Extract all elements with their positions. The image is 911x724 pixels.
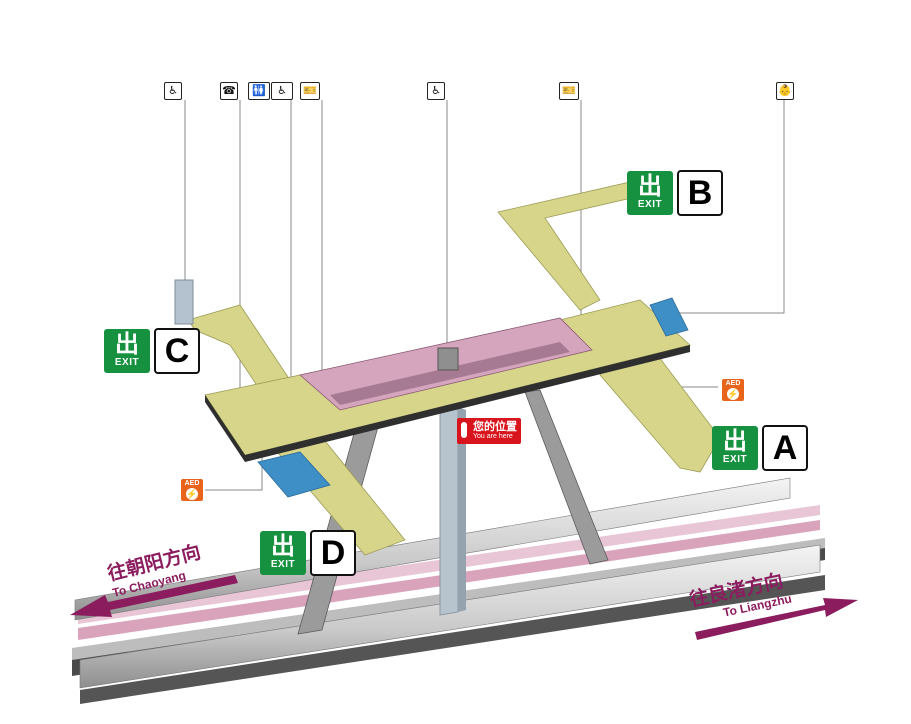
you-are-here-marker: 您的位置 You are here (457, 418, 521, 444)
ticket-office-icon-right: 🎫 (559, 82, 579, 100)
central-elevator-block (437, 347, 459, 371)
concourse-slab-edge (205, 345, 690, 462)
elevator-shaft (439, 406, 466, 616)
exit-b: 出 EXIT B (627, 170, 723, 216)
direction-arrows (70, 575, 858, 640)
lightning-icon: ⚡ (186, 488, 198, 500)
exit-c: 出 EXIT C (104, 328, 200, 374)
aed-icon-left: AED ⚡ (181, 479, 203, 501)
exit-a-letter: A (762, 425, 808, 471)
elevator-icon-center: ♿ (427, 82, 445, 100)
customer-service-icon: ☎ (220, 82, 238, 100)
elevator-tower-left (174, 279, 194, 325)
aed-icon: AED ⚡ (722, 379, 744, 401)
exit-sign-icon: 出 EXIT (104, 329, 150, 373)
person-icon (461, 422, 467, 438)
exit-sign-icon: 出 EXIT (260, 531, 306, 575)
exit-sign-icon: 出 EXIT (627, 171, 673, 215)
nursing-room-icon: 👶 (776, 82, 794, 100)
exit-d-letter: D (310, 530, 356, 576)
elevator-icon: ♿ (164, 82, 182, 100)
exit-sign-icon: 出 EXIT (712, 426, 758, 470)
exit-c-letter: C (154, 328, 200, 374)
utility-rooms (257, 297, 689, 498)
leader-lines (184, 100, 785, 491)
ticket-office-icon: 🎫 (300, 82, 320, 100)
exit-d: 出 EXIT D (260, 530, 356, 576)
exit-b-letter: B (677, 170, 723, 216)
toilet-icon: 🚻 (248, 82, 270, 100)
exit-a: 出 EXIT A (712, 425, 808, 471)
accessible-toilet-icon: ♿ (271, 82, 293, 100)
lightning-icon: ⚡ (727, 388, 739, 400)
